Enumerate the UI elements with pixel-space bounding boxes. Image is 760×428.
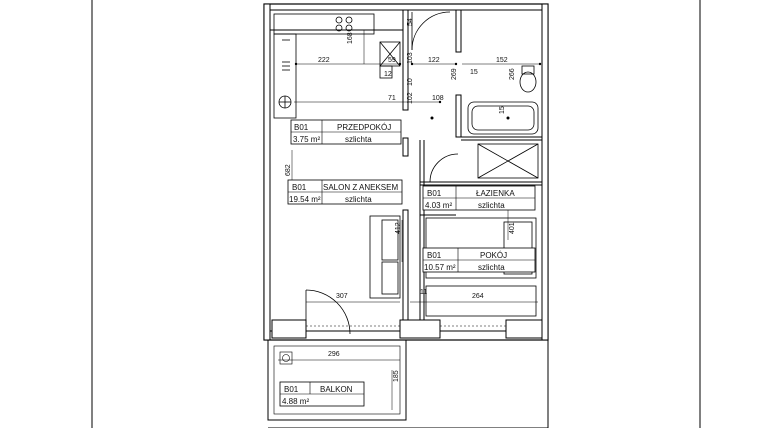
room-area: 3.75 m²	[293, 135, 320, 144]
dim-296: 296	[328, 351, 340, 358]
dim-10: 10	[407, 78, 414, 86]
room-code: B01	[294, 123, 309, 132]
room-code: B01	[427, 189, 442, 198]
dim-264: 264	[472, 293, 484, 300]
room-code: B01	[427, 251, 442, 260]
dim-59: 59	[388, 57, 396, 64]
dim-682: 682	[285, 164, 292, 176]
dim-401: 401	[509, 222, 516, 234]
room-area: 10.57 m²	[424, 263, 456, 272]
room-area: 4.03 m²	[425, 201, 452, 210]
dim-269: 269	[451, 68, 458, 80]
room-label-balkon: B01 BALKON 4.88 m²	[279, 381, 365, 407]
room-name: ŁAZIENKA	[476, 189, 515, 198]
dim-54: 54	[407, 18, 414, 26]
dim-108: 108	[432, 95, 444, 102]
kitchen-counter	[273, 13, 375, 119]
dim-71: 71	[388, 95, 396, 102]
room-name: POKÓJ	[480, 251, 507, 260]
dim-185: 185	[393, 370, 400, 382]
dim-15a: 15	[470, 69, 478, 76]
room-floor: szlichta	[478, 263, 505, 272]
dimension-texts: 222 168 59 54 103 122 269 152 15 266 12 …	[285, 18, 516, 382]
balcony-door	[305, 289, 351, 335]
room-area: 19.54 m²	[289, 195, 321, 204]
room-label-przedpokoj: B01 PRZEDPOKÓJ 3.75 m² szlichta	[290, 119, 402, 145]
dim-266: 266	[509, 68, 516, 80]
room-floor: szlichta	[345, 195, 372, 204]
dim-12: 12	[384, 71, 392, 78]
dim-307: 307	[336, 293, 348, 300]
entrance-door	[411, 11, 451, 51]
room-area: 4.88 m²	[282, 397, 309, 406]
dim-412: 412	[395, 222, 402, 234]
dim-11: 11	[420, 289, 427, 296]
room-name: SALON Z ANEKSEM	[323, 183, 398, 192]
balcony	[267, 339, 549, 428]
wardrobe	[425, 285, 537, 317]
dim-222: 222	[318, 57, 330, 64]
dimension-ticks	[294, 62, 542, 120]
dimension-lines	[278, 30, 540, 410]
room-name: PRZEDPOKÓJ	[337, 123, 391, 132]
room-floor: szlichta	[478, 201, 505, 210]
bathroom-fixtures	[429, 65, 539, 183]
dim-15b: 15	[499, 106, 506, 114]
dim-122: 122	[428, 57, 440, 64]
dim-102: 102	[407, 92, 414, 104]
dim-152: 152	[496, 57, 508, 64]
exterior-walls	[263, 3, 549, 341]
dim-168: 168	[347, 32, 354, 44]
room-floor: szlichta	[345, 135, 372, 144]
room-label-lazienka: B01 ŁAZIENKA 4.03 m² szlichta	[422, 185, 536, 211]
room-label-pokoj: B01 POKÓJ 10.57 m² szlichta	[422, 247, 536, 273]
room-label-salon: B01 SALON Z ANEKSEM 19.54 m² szlichta	[287, 179, 403, 205]
dim-103: 103	[407, 52, 414, 64]
room-code: B01	[284, 385, 299, 394]
room-name: BALKON	[320, 385, 353, 394]
installation-shaft	[379, 41, 401, 79]
room-code: B01	[292, 183, 307, 192]
sofa	[369, 215, 401, 299]
